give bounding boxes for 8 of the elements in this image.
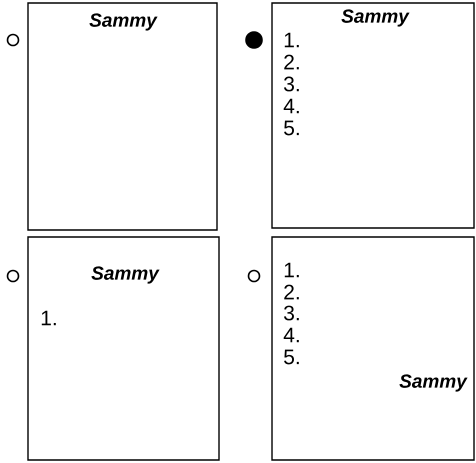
answer-card: Sammy 1. 2. 3. 4. 5. [271,2,475,229]
answer-bubble [248,270,260,282]
answer-bubble [6,34,20,46]
filled-bubble [245,31,263,49]
answer-card: Sammy [27,2,218,231]
answer-card: 1. 2. 3. 4. 5. Sammy [271,236,475,461]
answer-bubble [6,270,20,282]
answer-card: Sammy 1. [27,236,220,461]
